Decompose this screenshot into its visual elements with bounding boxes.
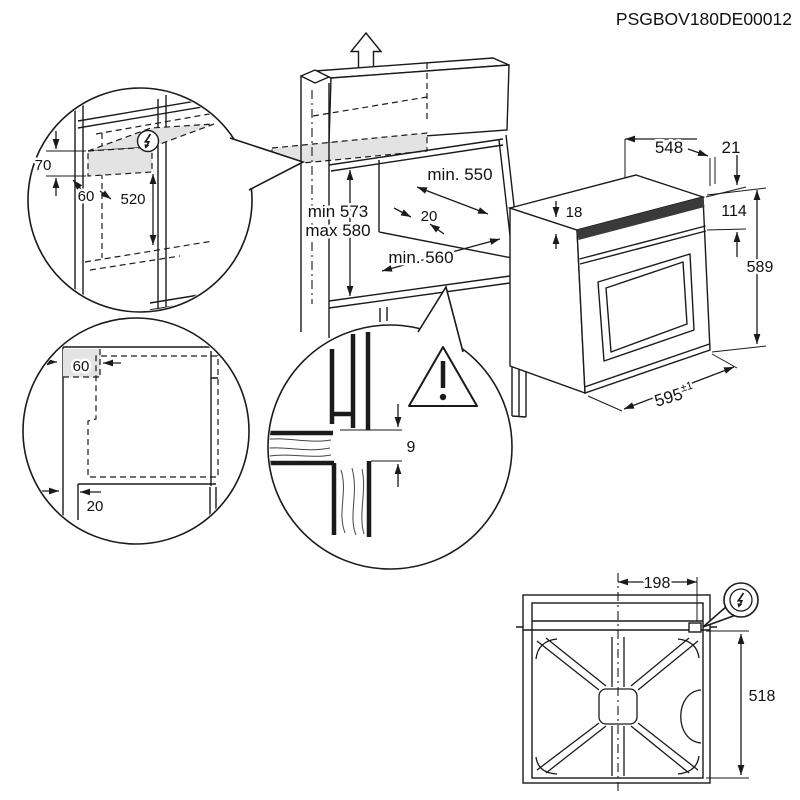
dim-zone-height: 70 [35,157,52,174]
dim-niche-height-min: min 573 [308,202,368,221]
electrical-connection-icon [136,129,160,153]
oven-side-panel [509,207,586,395]
dim-bottom-clearance: 20 [87,498,104,515]
wood-grain [269,438,332,458]
electrical-connection-icon [723,582,759,618]
detail-corner-clearance: 60 20 [22,317,250,545]
callout-tail [417,284,464,353]
warning-triangle-icon [408,346,478,407]
wood-grain [340,467,365,536]
callout-tail [702,605,737,628]
detail-rear-gap: 9 [267,284,513,570]
dim-shelf-setback: 20 [421,208,438,225]
dim-niche-height-max: max 580 [305,221,370,240]
dim-zone-depth: 60 [78,188,95,205]
cabinet-topbox-front [328,64,510,144]
side-clearance-zone [63,349,100,377]
dim-line-depth-top [416,186,489,215]
cabinet-isometric: min 573 max 580 min. 550 20 min. 560 [271,31,529,418]
dim-clearance-below: 520 [120,191,145,208]
oven-door-window [597,253,695,362]
terminal-box [688,622,702,633]
dim-niche-depth-top: min. 550 [427,165,492,184]
oven-top-view: 198 518 [516,573,778,792]
dim-top-recess: 18 [566,204,583,221]
dim-connection-offset: 198 [644,575,671,592]
dim-top-view-depth: 518 [749,688,776,705]
detail-circle [267,324,513,570]
oven-top-trim [577,197,705,240]
cabinet-panel-top [299,69,331,84]
oven-isometric: 18 548 21 114 589 595±1 [507,136,776,413]
dim-door-thickness: 21 [722,138,741,157]
dim-oven-height: 589 [747,259,774,276]
electrical-zone-front [88,147,152,176]
dim-rear-gap: 9 [407,439,416,456]
electrical-zone-band [272,133,427,166]
dim-line-depth-bottom [381,238,501,272]
page-title: PSGBOV180DE00012 [616,9,792,29]
dim-oven-depth: 548 [655,138,683,157]
dim-control-panel-height: 114 [721,203,747,220]
detail-circle [27,87,253,313]
control-panel-divider [579,225,707,265]
callout-tail [229,137,306,191]
detail-circle [22,317,250,545]
dim-side-clearance: 60 [73,358,90,375]
oven-outline-dashed [87,355,219,478]
dim-niche-depth-bottom: min. 560 [388,248,453,267]
